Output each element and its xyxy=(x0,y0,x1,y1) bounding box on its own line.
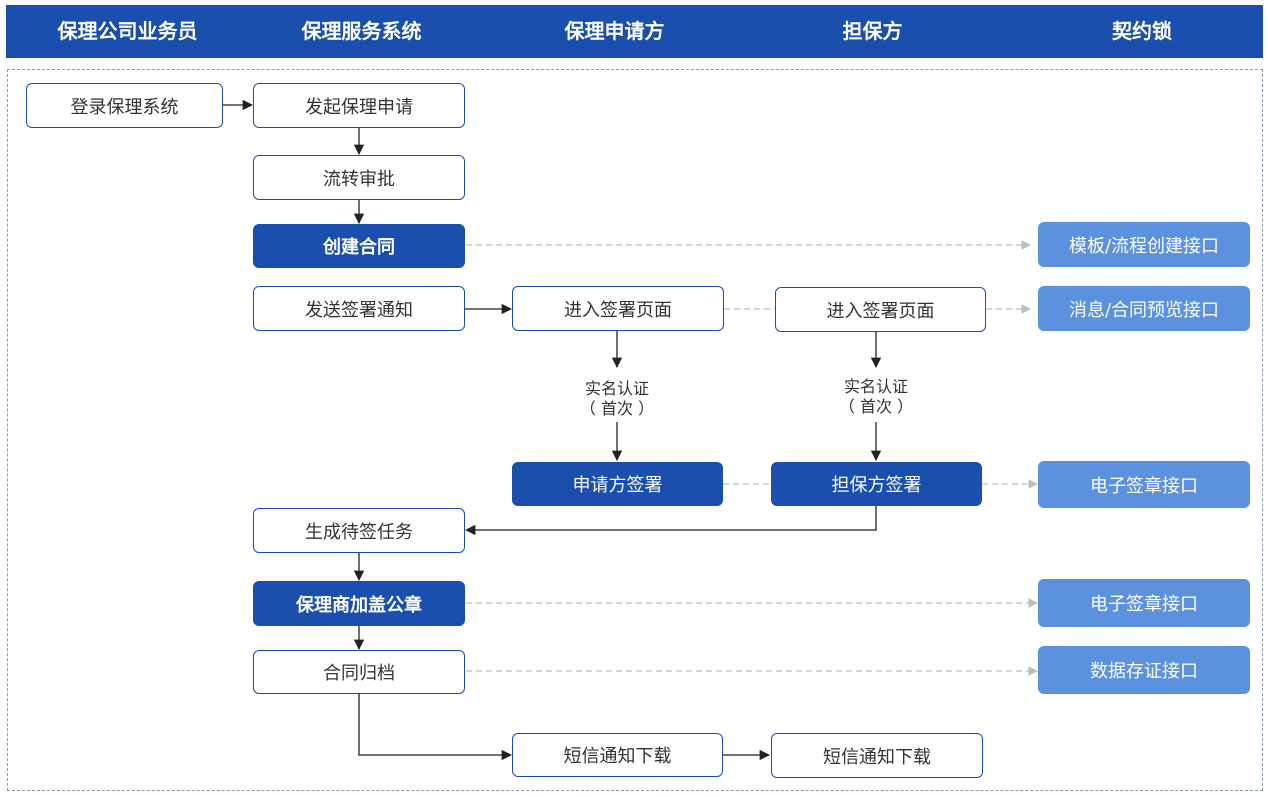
node-login: 登录保理系统 xyxy=(26,83,223,128)
node-factor-seal: 保理商加盖公章 xyxy=(253,581,465,626)
node-send-notice: 发送签署通知 xyxy=(253,286,465,331)
label-applicant-auth: 实名认证 （ 首次 ） xyxy=(562,379,672,419)
node-guarantor-sign: 担保方签署 xyxy=(771,462,982,506)
node-approval: 流转审批 xyxy=(253,155,465,200)
api-data-evidence: 数据存证接口 xyxy=(1038,646,1250,694)
node-guarantor-sms: 短信通知下载 xyxy=(771,733,983,778)
arrow-archive-sms xyxy=(358,694,513,761)
lane-title-applicant: 保理申请方 xyxy=(564,19,665,43)
diagram-frame xyxy=(7,69,1263,791)
label-applicant-auth-line2: （ 首次 ） xyxy=(579,399,655,418)
node-archive-contract: 合同归档 xyxy=(253,650,465,694)
node-applicant-enter-signing: 进入签署页面 xyxy=(512,286,724,331)
api-e-seal-1: 电子签章接口 xyxy=(1038,461,1250,508)
node-applicant-sms: 短信通知下载 xyxy=(512,733,723,777)
label-applicant-auth-line1: 实名认证 xyxy=(584,379,649,398)
label-guarantor-auth-line1: 实名认证 xyxy=(843,377,908,396)
label-guarantor-auth: 实名认证 （ 首次 ） xyxy=(821,377,931,417)
api-template-creation: 模板/流程创建接口 xyxy=(1038,222,1250,267)
node-initiate-application: 发起保理申请 xyxy=(253,83,465,128)
arrow-guarantor-gentask xyxy=(464,506,877,536)
node-guarantor-enter-signing: 进入签署页面 xyxy=(775,287,986,332)
lane-title-qiyuesuo: 契约锁 xyxy=(1112,19,1172,43)
node-generate-task: 生成待签任务 xyxy=(253,508,465,553)
node-applicant-sign: 申请方签署 xyxy=(512,462,723,506)
node-create-contract: 创建合同 xyxy=(253,224,465,268)
lane-title-factoring-system: 保理服务系统 xyxy=(301,19,422,43)
api-message-preview: 消息/合同预览接口 xyxy=(1038,286,1250,331)
lane-header: 保理公司业务员 保理服务系统 保理申请方 担保方 契约锁 xyxy=(6,5,1263,58)
lane-title-guarantor: 担保方 xyxy=(842,19,903,43)
lane-title-factor-staff: 保理公司业务员 xyxy=(57,19,198,43)
label-guarantor-auth-line2: （ 首次 ） xyxy=(838,397,914,416)
api-e-seal-2: 电子签章接口 xyxy=(1038,579,1250,627)
